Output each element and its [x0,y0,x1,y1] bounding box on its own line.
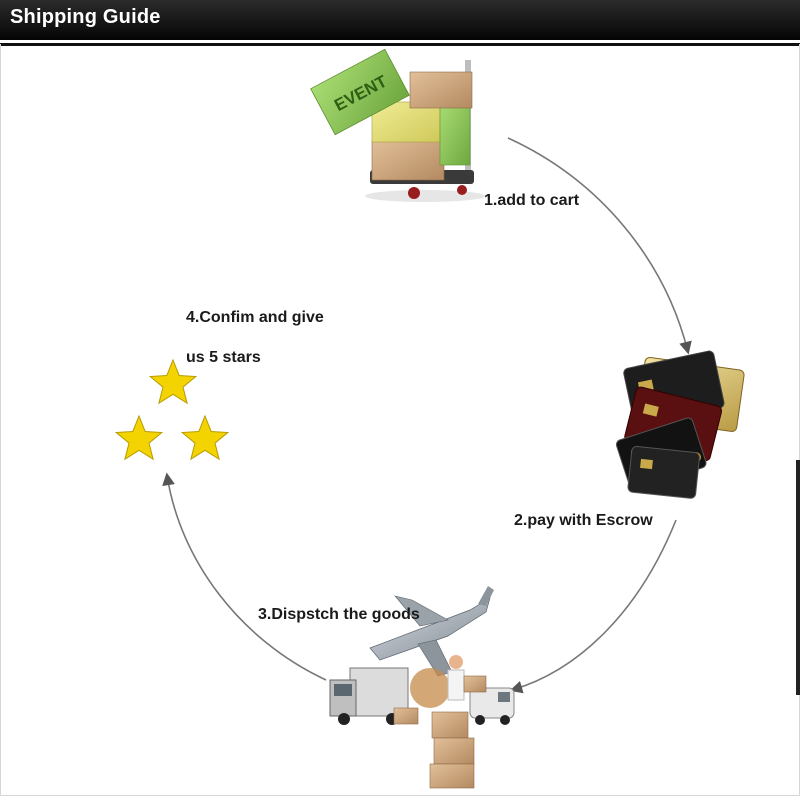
side-divider [796,460,800,695]
event-box: EVENT [310,48,410,136]
step-4-label-line1: 4.Confim and give [186,309,324,326]
globe-icon [410,668,450,708]
credit-cards-illustration [615,350,745,499]
step-2-label: 2.pay with Escrow [514,512,653,529]
delivery-van [469,687,515,725]
arrow-dispatch-to-confirm [162,472,327,681]
page-title: Shipping Guide [10,6,161,28]
airplane [369,586,494,677]
step-4-label-line2: us 5 stars [186,349,261,366]
step-3-label: 3.Dispstch the goods [258,606,420,623]
star-icon [148,358,198,405]
cart-boxes-illustration: EVENT [310,48,485,202]
parcel-stack [393,707,475,789]
star-icon [114,414,164,461]
step-1-label: 1.add to cart [484,192,580,209]
dispatch-illustration [329,586,515,789]
rating-stars [114,358,230,461]
star-icon [180,414,230,461]
arrow-cart-to-pay [507,137,692,355]
arrow-pay-to-dispatch [509,519,677,694]
courier-person [447,655,487,701]
header-bar: Shipping Guide [0,0,800,43]
